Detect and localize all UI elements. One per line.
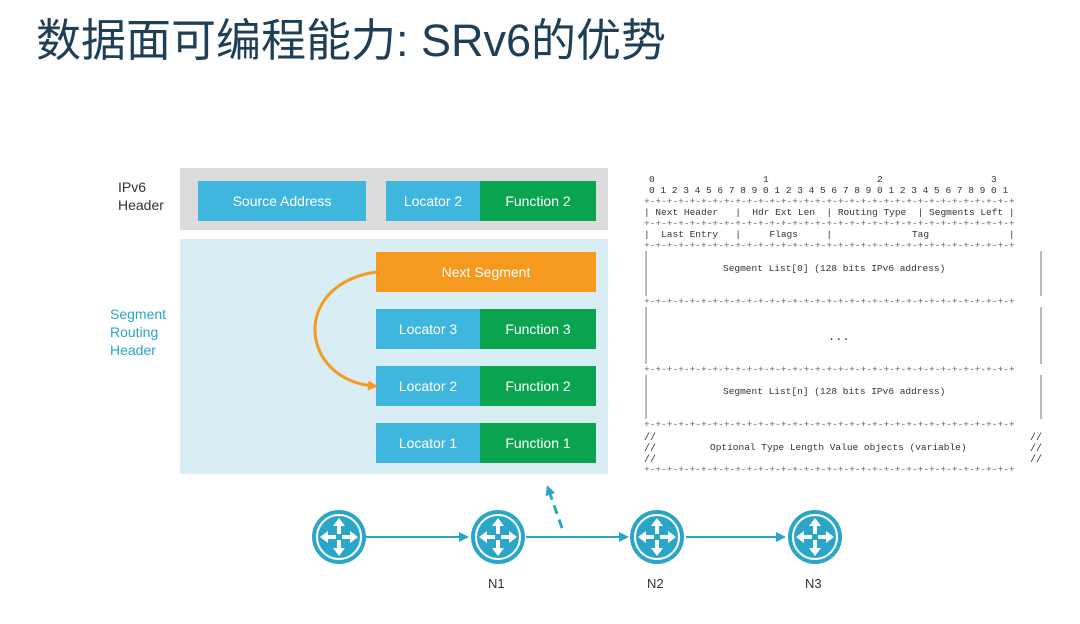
tlv-slashes: ////// ////// <box>644 432 1042 466</box>
border-line: +-+-+-+-+-+-+-+-+-+-+-+-+-+-+-+-+-+-+-+-… <box>644 240 1015 251</box>
segment-list-n: Segment List[n] (128 bits IPv6 address) <box>723 386 946 397</box>
svg-text://: // <box>1030 432 1042 444</box>
ipv6-function-box: Function 2 <box>480 181 596 221</box>
tlv-row: Optional Type Length Value objects (vari… <box>710 442 967 453</box>
ipv6-header-label: IPv6 Header <box>118 178 164 214</box>
border-line: +-+-+-+-+-+-+-+-+-+-+-+-+-+-+-+-+-+-+-+-… <box>644 464 1015 475</box>
svg-text://: // <box>1030 454 1042 466</box>
svg-text://: // <box>644 443 656 455</box>
router-icon <box>311 509 367 565</box>
packet-dashed-arrow <box>545 485 564 529</box>
node-label-n2: N2 <box>647 576 664 591</box>
srh-function-3-box: Function 3 <box>480 309 596 349</box>
border-line: +-+-+-+-+-+-+-+-+-+-+-+-+-+-+-+-+-+-+-+-… <box>644 364 1015 375</box>
border-line: +-+-+-+-+-+-+-+-+-+-+-+-+-+-+-+-+-+-+-+-… <box>644 296 1015 307</box>
srh-locator-1-box: Locator 1 <box>376 423 480 463</box>
bit-ones-row: 0 1 2 3 4 5 6 7 8 9 0 1 2 3 4 5 6 7 8 9 … <box>649 185 1009 196</box>
srh-label-line2: Routing <box>110 324 159 340</box>
segment-list-0: Segment List[0] (128 bits IPv6 address) <box>723 263 946 274</box>
border-line: +-+-+-+-+-+-+-+-+-+-+-+-+-+-+-+-+-+-+-+-… <box>644 218 1015 229</box>
ipv6-label-line2: Header <box>118 197 164 213</box>
node-label-n3: N3 <box>805 576 822 591</box>
header-row-1: | Next Header | Hdr Ext Len | Routing Ty… <box>644 207 1015 218</box>
ipv6-locator-box: Locator 2 <box>386 181 480 221</box>
bit-tens-row: 0 1 2 3 <box>649 174 997 185</box>
router-n1-icon <box>470 509 526 565</box>
srh-function-1-box: Function 1 <box>480 423 596 463</box>
border-line: +-+-+-+-+-+-+-+-+-+-+-+-+-+-+-+-+-+-+-+-… <box>644 196 1015 207</box>
border-line: +-+-+-+-+-+-+-+-+-+-+-+-+-+-+-+-+-+-+-+-… <box>644 419 1015 430</box>
packet-format-frame <box>645 251 1042 419</box>
source-address-box: Source Address <box>198 181 366 221</box>
svg-text://: // <box>1030 443 1042 455</box>
srh-label: Segment Routing Header <box>110 305 166 359</box>
srh-label-line3: Header <box>110 342 156 358</box>
ipv6-label-line1: IPv6 <box>118 179 147 195</box>
node-label-n1: N1 <box>488 576 505 591</box>
srh-label-line1: Segment <box>110 306 167 322</box>
next-segment-box: Next Segment <box>376 252 596 292</box>
srh-locator-2-box: Locator 2 <box>376 366 480 406</box>
srh-function-2-box: Function 2 <box>480 366 596 406</box>
segment-ellipsis: ... <box>828 330 850 344</box>
header-row-2: | Last Entry | Flags | Tag | <box>644 229 1015 240</box>
svg-text://: // <box>644 432 656 444</box>
next-segment-arrow <box>313 270 378 391</box>
router-n3-icon <box>787 509 843 565</box>
svg-text://: // <box>644 454 656 466</box>
page-title: 数据面可编程能力: SRv6的优势 <box>36 15 667 66</box>
router-n2-icon <box>629 509 685 565</box>
srh-locator-3-box: Locator 3 <box>376 309 480 349</box>
